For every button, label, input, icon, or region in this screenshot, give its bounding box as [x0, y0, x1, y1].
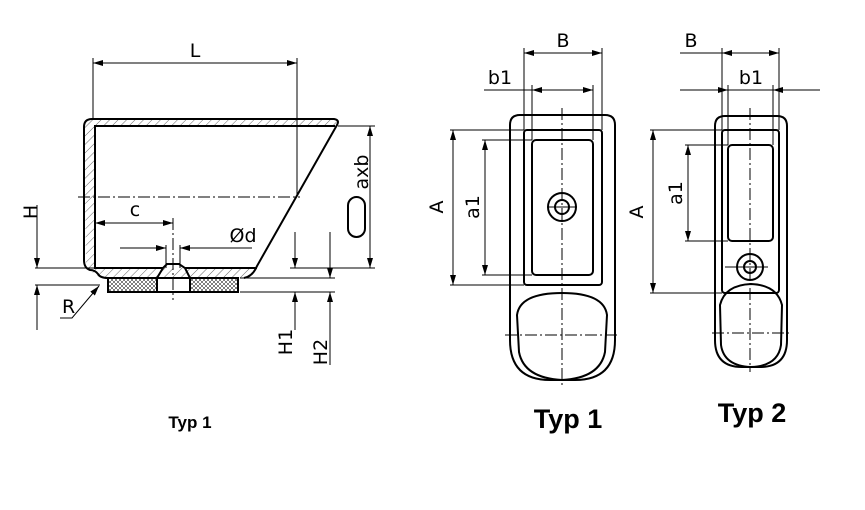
slot-icon	[347, 196, 366, 238]
label-c: c	[130, 199, 140, 221]
caption-typ2: Typ 2	[718, 398, 787, 428]
recess-outer	[523, 129, 603, 286]
pad-right	[189, 277, 239, 293]
body-section-hatch	[84, 119, 338, 278]
caption-typ1: Typ 1	[534, 404, 603, 434]
top-view-typ2: B b1 A a1 Typ 2	[626, 30, 820, 428]
label-a1: a1	[462, 195, 484, 219]
grip-pad	[718, 282, 784, 369]
label-H: H	[20, 205, 42, 219]
extension-lines	[450, 48, 603, 286]
label-A: A	[626, 206, 648, 219]
label-A: A	[426, 201, 448, 214]
label-L: L	[190, 40, 201, 62]
label-B: B	[556, 30, 569, 52]
label-H2: H2	[310, 339, 332, 365]
label-b1: b1	[739, 67, 763, 89]
top-view-typ1: B b1 A a1 Typ 1	[426, 30, 620, 434]
label-R: R	[62, 296, 75, 318]
label-H1: H1	[275, 329, 297, 355]
body-outer-outline	[83, 118, 339, 279]
label-b1: b1	[488, 67, 512, 89]
caption-side-typ1: Typ 1	[168, 413, 211, 432]
pad-left	[107, 277, 158, 293]
label-axb: axb	[351, 155, 373, 190]
leader-R	[60, 285, 100, 319]
label-B: B	[684, 30, 697, 52]
grip-pad	[515, 291, 609, 382]
label-a1: a1	[665, 181, 687, 205]
side-view: L c Ød H R H1 H2 axb Typ 1	[20, 40, 375, 432]
label-d: Ød	[229, 225, 256, 247]
outer-outline	[509, 114, 616, 381]
